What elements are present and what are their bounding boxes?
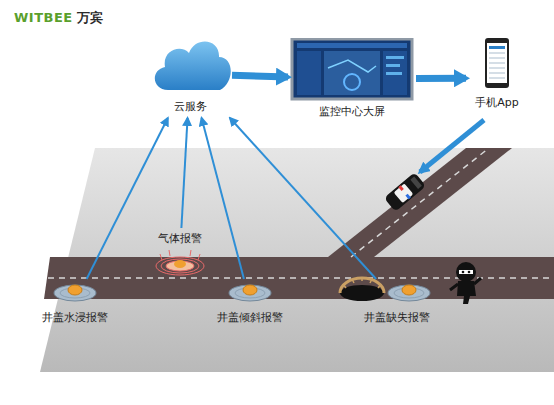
device-node: 监控中心大屏 bbox=[288, 38, 416, 120]
device-node: 云服务 bbox=[148, 30, 232, 118]
illustration-part bbox=[384, 172, 426, 212]
illustration-part bbox=[156, 257, 204, 275]
road-horizontal bbox=[44, 257, 554, 299]
node-label: 气体报警 bbox=[138, 232, 222, 245]
illustration-part bbox=[161, 259, 199, 273]
dispatch-arrow bbox=[420, 120, 484, 172]
signal-arrow bbox=[202, 118, 244, 279]
illustration-part bbox=[344, 74, 360, 90]
illustration-part bbox=[174, 260, 186, 268]
signal-arrow bbox=[87, 118, 168, 279]
illustration-part bbox=[343, 277, 381, 288]
illustration-part bbox=[468, 271, 471, 274]
illustration-part bbox=[155, 41, 231, 90]
illustration-part bbox=[459, 270, 473, 274]
illustration-part bbox=[297, 51, 321, 95]
device-node: 井盖水浸报警 bbox=[25, 279, 125, 325]
road-centerline bbox=[351, 148, 489, 257]
illustration-part bbox=[457, 281, 476, 304]
node-label: 云服务 bbox=[148, 100, 232, 113]
brand-logo: WITBEE 万宾 bbox=[14, 9, 103, 27]
illustration-part bbox=[386, 72, 402, 75]
device-node: 井盖缺失报警 bbox=[347, 279, 447, 325]
node-label: 监控中心大屏 bbox=[288, 105, 416, 118]
illustration-part bbox=[456, 262, 476, 282]
flow-arrow bbox=[416, 75, 466, 82]
illustration-part bbox=[405, 194, 411, 200]
illustration-part bbox=[340, 285, 384, 301]
illustration-part bbox=[489, 53, 505, 78]
illustration-part bbox=[462, 271, 465, 274]
device-node: 手机App bbox=[466, 38, 528, 118]
illustration-part bbox=[166, 261, 194, 271]
node-label: 手机App bbox=[466, 96, 528, 109]
illustration-part bbox=[386, 56, 404, 59]
device-node: 井盖倾斜报警 bbox=[200, 279, 300, 325]
node-label: 井盖倾斜报警 bbox=[200, 311, 300, 324]
illustration-part bbox=[292, 39, 412, 99]
illustration-part bbox=[243, 285, 257, 295]
device-node: 气体报警 bbox=[138, 228, 222, 278]
illustration-part bbox=[388, 285, 430, 301]
illustration-part bbox=[487, 43, 507, 83]
illustration-part bbox=[160, 250, 200, 260]
illustration-part bbox=[386, 64, 400, 67]
police-car bbox=[384, 172, 426, 212]
illustration-part bbox=[297, 43, 407, 48]
illustration-part bbox=[68, 285, 82, 295]
ground-plane bbox=[40, 148, 554, 372]
illustration-part bbox=[410, 176, 422, 188]
illustration-part bbox=[340, 278, 384, 293]
illustration-part bbox=[402, 285, 416, 295]
thief-figure bbox=[450, 262, 481, 304]
missing-cover-hole bbox=[340, 277, 384, 301]
illustration-part bbox=[485, 38, 509, 88]
illustration-part bbox=[450, 278, 481, 290]
node-label: 井盖水浸报警 bbox=[25, 311, 125, 324]
illustration-part bbox=[324, 51, 380, 95]
illustration-part bbox=[394, 183, 414, 203]
illustration-part bbox=[398, 185, 404, 191]
illustration-part bbox=[489, 46, 505, 49]
signal-arrow bbox=[181, 118, 187, 228]
brand-name-cn: 万宾 bbox=[77, 10, 103, 25]
illustration-part bbox=[328, 60, 376, 72]
signal-arrow bbox=[230, 118, 376, 279]
illustration-part bbox=[54, 285, 96, 301]
road-branch bbox=[328, 148, 512, 257]
flow-arrow bbox=[232, 75, 288, 77]
node-label: 井盖缺失报警 bbox=[347, 311, 447, 324]
illustration-part bbox=[383, 51, 407, 95]
illustration-part bbox=[229, 285, 271, 301]
brand-name: WITBEE bbox=[14, 10, 73, 25]
